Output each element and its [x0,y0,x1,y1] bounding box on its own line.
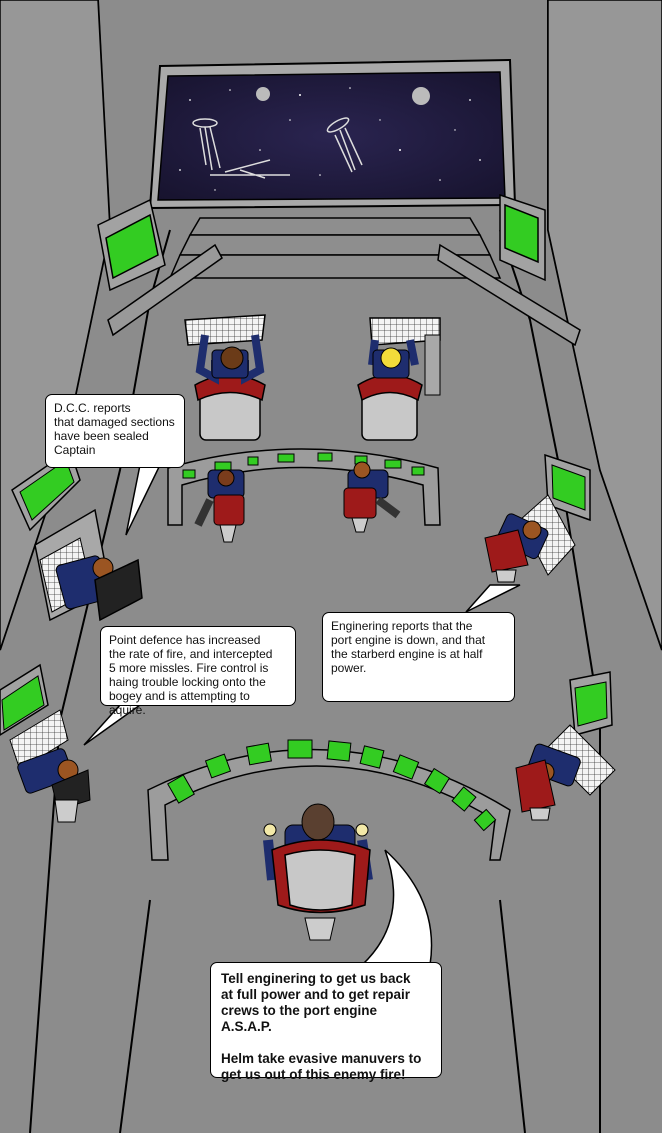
forward-station-right [357,317,441,441]
right-wall-panel [547,0,662,651]
captain [263,803,373,941]
asteroid [412,87,430,105]
crew-mid-right [343,461,401,533]
asteroid [256,87,270,101]
speech-bubble-engineering: Enginering reports that the port engine … [322,612,515,702]
side-rails [107,243,581,347]
forward-steps [168,217,502,279]
right-console-upper [484,453,591,583]
crew-mid-left [194,469,245,543]
upper-left-console [97,198,166,292]
speech-bubble-point-defence: Point defence has increased the rate of … [100,626,296,717]
upper-right-console [499,193,546,282]
captain-console [147,739,511,861]
speech-bubble-dcc: D.C.C. reports that damaged sections hav… [45,394,185,468]
stars [179,87,481,191]
enemy-ship-wreckage [192,117,363,179]
forward-station-left [184,314,266,441]
main-viewscreen [148,58,517,210]
left-console-lower [0,663,91,823]
speech-bubble-captain: Tell enginering to get us back at full p… [210,962,442,1082]
left-console-upper [11,448,143,622]
right-console-lower [515,671,616,821]
